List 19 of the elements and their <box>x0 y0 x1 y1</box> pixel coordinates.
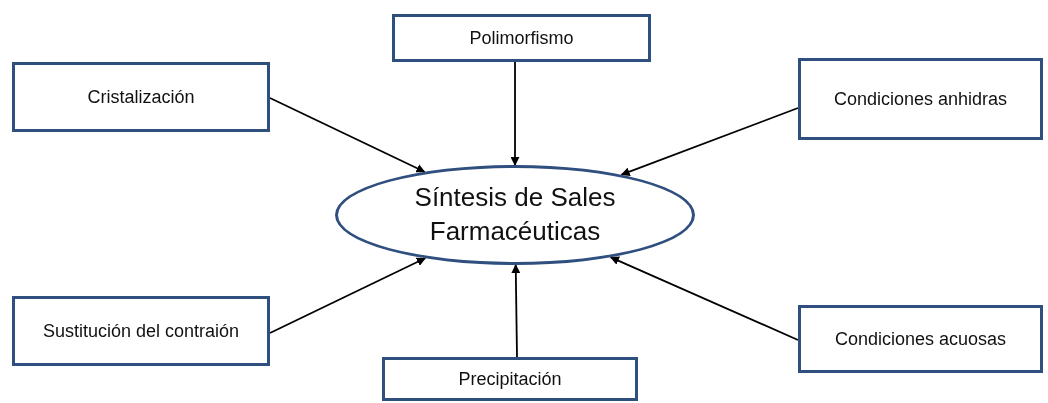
node-label: Cristalización <box>87 85 195 109</box>
node-label: Síntesis de Sales Farmacéuticas <box>413 181 617 248</box>
concept-box <box>798 305 1043 373</box>
node-label: Polimorfismo <box>469 26 574 50</box>
arrow <box>620 107 799 177</box>
node-label: Sustitución del contraión <box>42 319 240 343</box>
node-label: Precipitación <box>458 367 562 391</box>
arrow <box>269 97 426 173</box>
arrow <box>609 256 799 341</box>
concept-box <box>798 58 1043 140</box>
concept-box <box>382 357 638 401</box>
node-label: Condiciones anhidras <box>833 87 1008 111</box>
node-label: Condiciones acuosas <box>834 327 1007 351</box>
arrow <box>511 264 521 358</box>
concept-box <box>12 296 270 366</box>
arrow <box>510 61 520 166</box>
concept-box <box>12 62 270 132</box>
arrow <box>269 257 426 334</box>
concept-box <box>392 14 651 62</box>
